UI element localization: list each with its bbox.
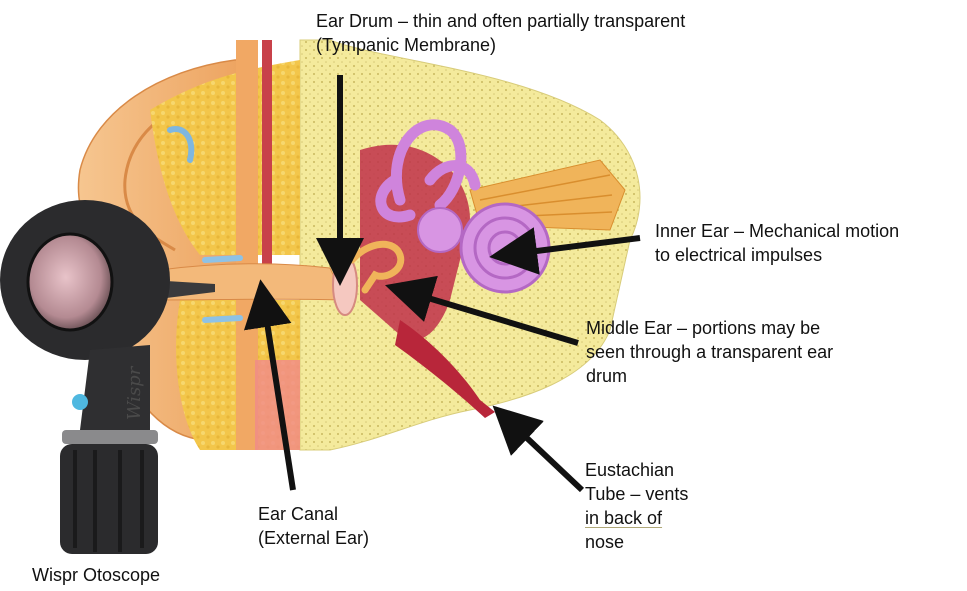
- vessel: [205, 318, 240, 320]
- eustachian-label-line-3: in back of: [585, 506, 688, 530]
- skin-layer: [236, 40, 258, 450]
- ear-canal-label-line-2: (External Ear): [258, 526, 369, 550]
- ear-canal-label: Ear Canal (External Ear): [258, 502, 369, 550]
- otoscope-ring: [62, 430, 158, 444]
- middle-ear-label-line-3: drum: [586, 364, 833, 388]
- vessel: [205, 258, 240, 260]
- eustachian-label-line-1: Eustachian: [585, 458, 688, 482]
- inner-ear-label-line-1: Inner Ear – Mechanical motion: [655, 219, 899, 243]
- otoscope-lens: [28, 234, 112, 330]
- vestibule: [418, 208, 462, 252]
- middle-ear-label: Middle Ear – portions may be seen throug…: [586, 316, 833, 388]
- tympanic-membrane: [333, 255, 357, 315]
- ear-drum-label-line-2: (Tympanic Membrane): [316, 33, 685, 57]
- power-button: [72, 394, 88, 410]
- otoscope-brand: Wispr: [124, 365, 145, 420]
- middle-ear-label-line-2: seen through a transparent ear: [586, 340, 833, 364]
- ear-drum-label: Ear Drum – thin and often partially tran…: [316, 9, 685, 57]
- otoscope-label: Wispr Otoscope: [32, 563, 160, 587]
- eustachian-label-line-2: Tube – vents: [585, 482, 688, 506]
- eustachian-label-line-4: nose: [585, 530, 688, 554]
- skin-layer-red: [262, 40, 272, 270]
- ear-canal-label-line-1: Ear Canal: [258, 502, 369, 526]
- inner-ear-label-line-2: to electrical impulses: [655, 243, 899, 267]
- inner-ear-label: Inner Ear – Mechanical motion to electri…: [655, 219, 899, 267]
- arrow-eustachian: [510, 422, 582, 490]
- middle-ear-label-line-1: Middle Ear – portions may be: [586, 316, 833, 340]
- eustachian-tube-label: Eustachian Tube – vents in back of nose: [585, 458, 688, 554]
- ear-drum-label-line-1: Ear Drum – thin and often partially tran…: [316, 9, 685, 33]
